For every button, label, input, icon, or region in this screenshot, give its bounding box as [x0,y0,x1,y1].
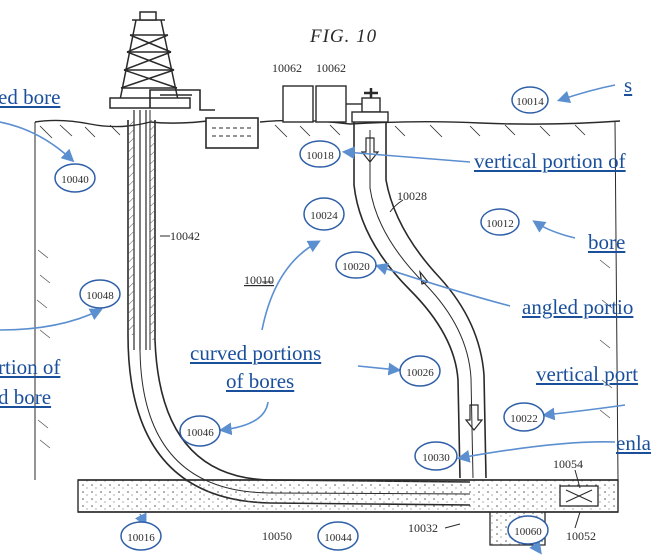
callout-10044: 10044 [318,522,358,550]
callout-10014: 10014 [512,87,548,113]
ref-10032: 10032 [408,521,438,535]
callout-label: 10040 [61,174,89,186]
callout-label: 10012 [486,218,514,230]
callout-10016: 10016 [121,522,161,550]
callout-10020: 10020 [336,252,376,278]
callout-label: 10022 [510,413,538,425]
callout-10026: 10026 [400,356,440,386]
callout-10048: 10048 [80,280,120,308]
ref-10062-left: 10062 [272,61,302,75]
callout-label: 10030 [422,452,450,464]
callout-10046: 10046 [180,416,220,446]
ref-10054: 10054 [553,457,583,471]
ref-10028: 10028 [397,189,427,203]
callout-label: 10026 [406,367,434,379]
callout-10012: 10012 [481,209,519,235]
callout-label: 10018 [306,150,334,162]
callout-10040: 10040 [55,164,95,192]
callout-label: 10024 [310,210,338,222]
callout-label: 10048 [86,290,114,302]
callout-label: 10060 [514,526,542,538]
annotation-vertical-port: vertical port [536,364,638,385]
callout-label: 10044 [324,532,352,544]
callout-label: 10016 [127,532,155,544]
ref-10010: 10010 [244,273,274,287]
annotation-angled-bore-top: ed bore [0,87,60,108]
right-angled-bore [352,112,486,478]
annotation-enla: enla [616,433,651,454]
callout-10030: 10030 [415,442,457,470]
ref-10052: 10052 [566,529,596,543]
annotation-curved-portions-line1: curved portions [190,343,321,364]
annotation-angled-portion: angled portio [522,297,633,318]
callout-10018: 10018 [300,141,340,167]
left-vertical-bore [128,110,155,350]
annotation-vertical-portion-of: vertical portion of [474,151,626,172]
ref-10062-right: 10062 [316,61,346,75]
ref-10042: 10042 [170,229,200,243]
figure-title: FIG. 10 [309,26,377,47]
ref-10050: 10050 [262,529,292,543]
callout-10022: 10022 [504,403,544,431]
annotation-d-bore: d bore [0,387,51,408]
callout-10024: 10024 [304,198,344,230]
callout-label: 10046 [186,427,214,439]
annotation-bore: bore [588,232,625,253]
annotation-curved-portions-line2: of bores [226,371,294,392]
callout-label: 10014 [516,96,544,108]
callout-10060: 10060 [508,516,548,544]
callout-label: 10020 [342,261,370,273]
annotation-s-top-right: s [624,75,632,96]
annotation-portion-of: rtion of [0,357,60,378]
